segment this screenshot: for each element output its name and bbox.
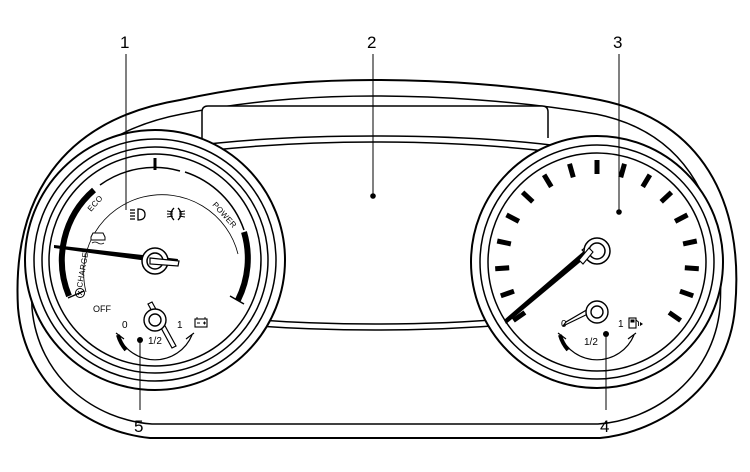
display-visor bbox=[201, 105, 549, 138]
speedometer-tick bbox=[511, 310, 527, 323]
callout-5-number: 5 bbox=[134, 417, 143, 436]
fuel-needle-hub-inner bbox=[590, 305, 604, 319]
speedometer-needle-base bbox=[578, 247, 594, 265]
battery-gauge-marker-dot bbox=[137, 337, 143, 343]
speedometer-tick bbox=[640, 173, 653, 189]
callout-3-dot bbox=[616, 209, 622, 215]
callout-2-dot bbox=[370, 193, 376, 199]
fuel-half-label: 1/2 bbox=[584, 337, 598, 348]
callout-4: 4 bbox=[600, 336, 609, 436]
speedometer-tick-marks bbox=[495, 160, 699, 323]
speedometer-gauge: 0 1/2 1 bbox=[470, 135, 724, 389]
battery-icon bbox=[194, 317, 208, 328]
battery-gauge-end-ticks bbox=[115, 332, 195, 340]
speedometer-tick bbox=[520, 190, 535, 204]
hybrid-system-indicator-gauge: ECO POWER CHARGE OFF bbox=[24, 129, 286, 391]
fuel-max-label: 1 bbox=[618, 319, 624, 330]
speedometer-tick bbox=[682, 238, 698, 247]
headlight-indicator-icon bbox=[130, 208, 146, 221]
battery-max-label: 1 bbox=[177, 320, 183, 331]
callout-2: 2 bbox=[367, 33, 376, 199]
hybrid-needle-tip bbox=[149, 257, 180, 267]
speedometer-needle bbox=[504, 250, 590, 324]
fuel-gauge-end-ticks bbox=[557, 332, 637, 340]
power-tick bbox=[229, 295, 245, 305]
fuel-pump-icon bbox=[628, 317, 643, 329]
off-label: OFF bbox=[93, 304, 111, 314]
callout-4-number: 4 bbox=[600, 417, 609, 436]
power-max-band bbox=[235, 231, 251, 302]
battery-min-label: 0 bbox=[122, 320, 128, 331]
charge-zone-band bbox=[58, 187, 96, 298]
fuel-gauge: 0 1/2 1 bbox=[557, 300, 643, 361]
speedometer-tick bbox=[499, 288, 515, 299]
speedometer-tick bbox=[495, 265, 510, 272]
inner-scale-arc bbox=[83, 194, 239, 293]
callout-1-number: 1 bbox=[120, 33, 129, 52]
speedometer-tick bbox=[496, 238, 512, 247]
battery-half-label: 1/2 bbox=[148, 336, 162, 347]
charge-mode-icon bbox=[75, 288, 85, 298]
speedometer-tick bbox=[679, 288, 695, 299]
battery-charge-gauge: 0 1/2 1 bbox=[115, 301, 208, 361]
speedometer-tick bbox=[618, 163, 627, 178]
fuel-gauge-marker-dot bbox=[603, 331, 609, 337]
callout-3-number: 3 bbox=[613, 33, 622, 52]
eco-zone-band bbox=[99, 166, 181, 186]
speedometer-tick bbox=[673, 212, 689, 224]
speedometer-tick bbox=[567, 163, 576, 178]
speedometer-tick bbox=[541, 173, 554, 189]
callout-5: 5 bbox=[134, 342, 143, 436]
callout-3: 3 bbox=[613, 33, 622, 215]
speedometer-tick bbox=[505, 212, 521, 224]
fog-light-indicator-icon bbox=[166, 207, 186, 221]
callout-1: 1 bbox=[120, 33, 129, 210]
power-zone-band bbox=[184, 171, 245, 231]
speedometer-tick bbox=[667, 310, 683, 323]
slip-indicator-icon bbox=[90, 232, 106, 245]
speedometer-tick bbox=[659, 190, 674, 204]
callout-2-number: 2 bbox=[367, 33, 376, 52]
battery-needle-hub-inner bbox=[148, 313, 162, 327]
speedometer-tick bbox=[684, 265, 699, 272]
